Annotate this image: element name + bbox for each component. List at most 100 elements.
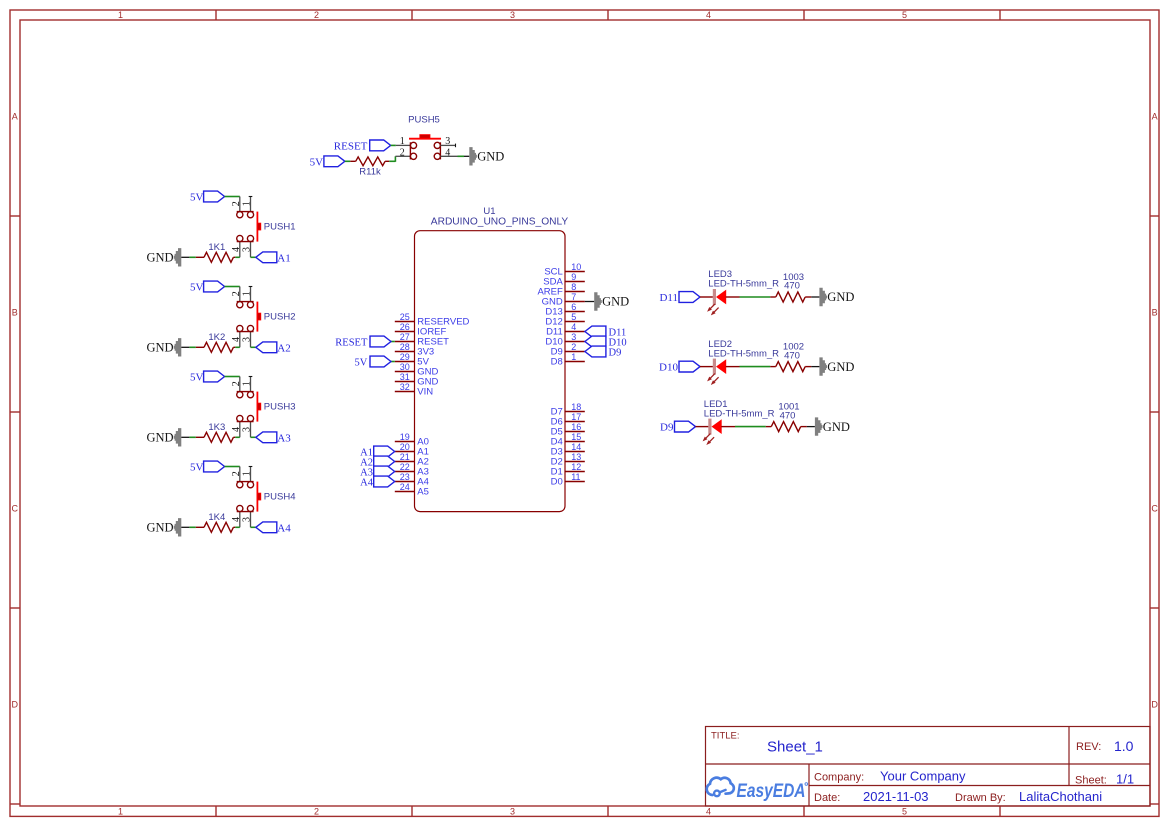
svg-text:D11: D11 [659, 292, 678, 304]
svg-text:1: 1 [241, 471, 252, 476]
svg-text:5: 5 [902, 10, 907, 20]
svg-text:4: 4 [231, 517, 242, 522]
svg-text:2: 2 [231, 291, 242, 296]
svg-text:1001: 1001 [778, 402, 799, 413]
svg-text:5V: 5V [310, 156, 324, 168]
svg-text:31: 31 [400, 372, 410, 382]
svg-text:1.0: 1.0 [1114, 738, 1134, 754]
svg-text:3: 3 [241, 517, 252, 522]
svg-text:D2: D2 [551, 457, 563, 468]
svg-text:7: 7 [571, 292, 576, 302]
svg-text:A1: A1 [277, 252, 290, 264]
svg-text:LED2: LED2 [708, 339, 732, 350]
svg-text:D8: D8 [551, 357, 563, 368]
svg-text:5V: 5V [190, 192, 204, 204]
svg-text:D11: D11 [546, 327, 563, 338]
svg-text:A3: A3 [277, 432, 291, 444]
svg-text:SCL: SCL [544, 267, 562, 278]
svg-text:D13: D13 [545, 307, 562, 318]
svg-text:C: C [12, 504, 19, 514]
svg-text:GND: GND [147, 341, 174, 355]
svg-text:13: 13 [571, 452, 581, 462]
svg-text:32: 32 [400, 382, 410, 392]
svg-text:Drawn By:: Drawn By: [955, 792, 1006, 804]
svg-text:B: B [1152, 308, 1158, 318]
svg-text:2: 2 [571, 342, 576, 352]
svg-text:5: 5 [571, 312, 576, 322]
svg-text:2021-11-03: 2021-11-03 [863, 789, 929, 804]
svg-text:3V3: 3V3 [417, 347, 434, 358]
svg-text:GND: GND [542, 297, 563, 308]
svg-text:1: 1 [400, 136, 405, 147]
svg-text:A2: A2 [360, 458, 373, 469]
svg-text:Your Company: Your Company [880, 769, 966, 784]
svg-text:AREF: AREF [537, 287, 563, 298]
svg-text:D12: D12 [545, 317, 562, 328]
svg-text:PUSH2: PUSH2 [264, 312, 296, 323]
svg-text:LED-TH-5mm_R: LED-TH-5mm_R [708, 348, 779, 359]
svg-text:1002: 1002 [783, 342, 804, 353]
svg-text:5V: 5V [355, 358, 368, 369]
svg-text:GND: GND [147, 431, 174, 445]
svg-text:D7: D7 [551, 407, 563, 418]
svg-text:4: 4 [231, 427, 242, 432]
svg-text:B: B [12, 308, 18, 318]
svg-text:11: 11 [571, 472, 580, 482]
svg-text:3: 3 [445, 136, 450, 147]
svg-text:Sheet_1: Sheet_1 [767, 739, 823, 756]
svg-text:A1: A1 [360, 448, 373, 459]
svg-text:A5: A5 [417, 487, 429, 498]
svg-text:C: C [1151, 504, 1158, 514]
svg-text:GND: GND [823, 420, 850, 434]
svg-text:D4: D4 [551, 437, 563, 448]
svg-text:GND: GND [477, 150, 504, 164]
svg-text:1K1: 1K1 [208, 242, 225, 253]
svg-text:D10: D10 [659, 362, 678, 374]
svg-text:3: 3 [241, 337, 252, 342]
svg-text:A1: A1 [417, 447, 429, 458]
svg-text:15: 15 [571, 432, 581, 442]
svg-text:9: 9 [571, 272, 576, 282]
svg-text:D5: D5 [551, 427, 563, 438]
svg-text:24: 24 [400, 482, 410, 492]
svg-text:D0: D0 [551, 477, 563, 488]
svg-text:LED1: LED1 [704, 399, 728, 410]
svg-text:A4: A4 [417, 477, 429, 488]
svg-text:Sheet:: Sheet: [1075, 775, 1107, 787]
svg-text:26: 26 [400, 322, 410, 332]
svg-text:R11k: R11k [359, 166, 381, 177]
svg-text:4: 4 [706, 10, 711, 20]
svg-text:SDA: SDA [543, 277, 563, 288]
svg-text:1: 1 [241, 291, 252, 296]
svg-text:D9: D9 [609, 348, 622, 359]
svg-text:A: A [1152, 112, 1158, 122]
svg-text:470: 470 [784, 281, 800, 292]
svg-text:D11: D11 [609, 328, 627, 339]
svg-text:D9: D9 [660, 422, 674, 434]
svg-text:4: 4 [706, 806, 711, 816]
svg-text:A2: A2 [277, 342, 290, 354]
svg-text:1K4: 1K4 [208, 512, 225, 523]
svg-text:2: 2 [231, 381, 242, 386]
svg-text:5V: 5V [190, 462, 204, 474]
svg-text:LalitaChothani: LalitaChothani [1019, 789, 1102, 804]
svg-text:5V: 5V [417, 357, 429, 368]
svg-text:29: 29 [400, 352, 410, 362]
svg-text:4: 4 [231, 337, 242, 342]
svg-text:PUSH4: PUSH4 [264, 492, 296, 503]
svg-text:GND: GND [417, 367, 438, 378]
svg-text:25: 25 [400, 312, 410, 322]
svg-text:17: 17 [571, 412, 581, 422]
svg-text:ARDUINO_UNO_PINS_ONLY: ARDUINO_UNO_PINS_ONLY [431, 216, 569, 227]
svg-text:PUSH5: PUSH5 [408, 114, 440, 125]
svg-text:PUSH3: PUSH3 [264, 402, 296, 413]
svg-text:A4: A4 [277, 522, 291, 534]
svg-text:30: 30 [400, 362, 410, 372]
svg-text:D: D [1151, 700, 1158, 710]
svg-text:4: 4 [571, 322, 576, 332]
svg-text:3: 3 [510, 806, 515, 816]
svg-text:470: 470 [780, 410, 796, 421]
svg-text:GND: GND [827, 360, 854, 374]
svg-text:3: 3 [571, 332, 576, 342]
svg-text:D: D [12, 700, 19, 710]
